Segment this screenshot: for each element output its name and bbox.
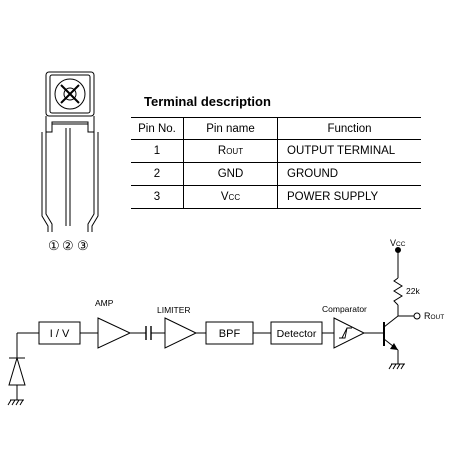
vcc-terminal bbox=[395, 247, 401, 253]
pin-name: VCC bbox=[183, 185, 278, 209]
pin-name-main: V bbox=[220, 191, 229, 203]
bpf-block-label: BPF bbox=[219, 328, 241, 340]
lens-ring bbox=[54, 78, 86, 110]
bpf-block bbox=[205, 321, 254, 345]
lens-cross-icon bbox=[60, 84, 80, 104]
pullup-resistor bbox=[393, 277, 403, 306]
pin-function: GROUND bbox=[277, 162, 421, 186]
amp-label: AMP bbox=[95, 298, 114, 308]
vcc-label-main: V bbox=[390, 238, 396, 248]
pin-name-main: R bbox=[217, 145, 227, 157]
transistor-arrow-icon bbox=[390, 343, 398, 350]
pin-name-main: GND bbox=[217, 168, 244, 180]
transistor-collector bbox=[383, 315, 399, 328]
header-function: Function bbox=[277, 117, 421, 140]
pin-marker-3: ③ bbox=[77, 238, 89, 253]
terminal-description-title: Terminal description bbox=[144, 94, 271, 109]
pin-name-sub: OUT bbox=[226, 147, 244, 156]
pin-marker-2: ② bbox=[62, 238, 74, 253]
package-leads bbox=[41, 128, 99, 232]
ir-receiver-package bbox=[41, 71, 99, 232]
coupling-capacitor-icon bbox=[145, 326, 152, 340]
rout-label: ROUT bbox=[424, 311, 444, 321]
pin-function: POWER SUPPLY bbox=[277, 185, 421, 209]
pin-name-sub: CC bbox=[228, 193, 241, 202]
comparator-triangle bbox=[333, 317, 366, 349]
pin-marker-1: ① bbox=[48, 238, 60, 253]
hysteresis-icon bbox=[339, 327, 352, 339]
package-head-inner bbox=[49, 74, 91, 114]
vcc-label-sub: CC bbox=[396, 241, 406, 248]
iv-block-label: I / V bbox=[50, 328, 70, 340]
pin-function: OUTPUT TERMINAL bbox=[277, 139, 421, 163]
table-row: 2 GND GROUND bbox=[131, 162, 421, 186]
header-pin-no: Pin No. bbox=[131, 117, 184, 140]
terminal-description-table: Pin No. Pin name Function 1 ROUT OUTPUT … bbox=[131, 117, 421, 209]
pin-number: 2 bbox=[131, 162, 184, 186]
package-head bbox=[45, 71, 95, 117]
pin-number: 1 bbox=[131, 139, 184, 163]
rout-terminal bbox=[413, 312, 421, 320]
detector-block-label: Detector bbox=[277, 328, 317, 340]
ground-icon bbox=[7, 399, 24, 406]
detector-block bbox=[270, 321, 323, 345]
photodiode-icon bbox=[8, 356, 26, 386]
resistor-value-label: 22k bbox=[406, 286, 420, 296]
table-header-row: Pin No. Pin name Function bbox=[131, 117, 421, 140]
rout-label-main: R bbox=[424, 311, 431, 321]
pin-name: GND bbox=[183, 162, 278, 186]
limiter-label: LIMITER bbox=[157, 305, 191, 315]
limiter-triangle bbox=[164, 317, 198, 349]
signal-wiring bbox=[16, 247, 421, 400]
header-pin-name: Pin name bbox=[183, 117, 278, 140]
table-row: 3 VCC POWER SUPPLY bbox=[131, 185, 421, 209]
ground-icon bbox=[388, 363, 405, 370]
package-body bbox=[45, 116, 95, 133]
rout-label-sub: OUT bbox=[431, 314, 445, 321]
amp-triangle bbox=[97, 317, 132, 349]
pin-name: ROUT bbox=[183, 139, 278, 163]
pin-number: 3 bbox=[131, 185, 184, 209]
iv-block bbox=[38, 321, 81, 345]
table-row: 1 ROUT OUTPUT TERMINAL bbox=[131, 139, 421, 163]
comparator-label: Comparator bbox=[322, 304, 367, 314]
vcc-label: VCC bbox=[390, 238, 406, 248]
